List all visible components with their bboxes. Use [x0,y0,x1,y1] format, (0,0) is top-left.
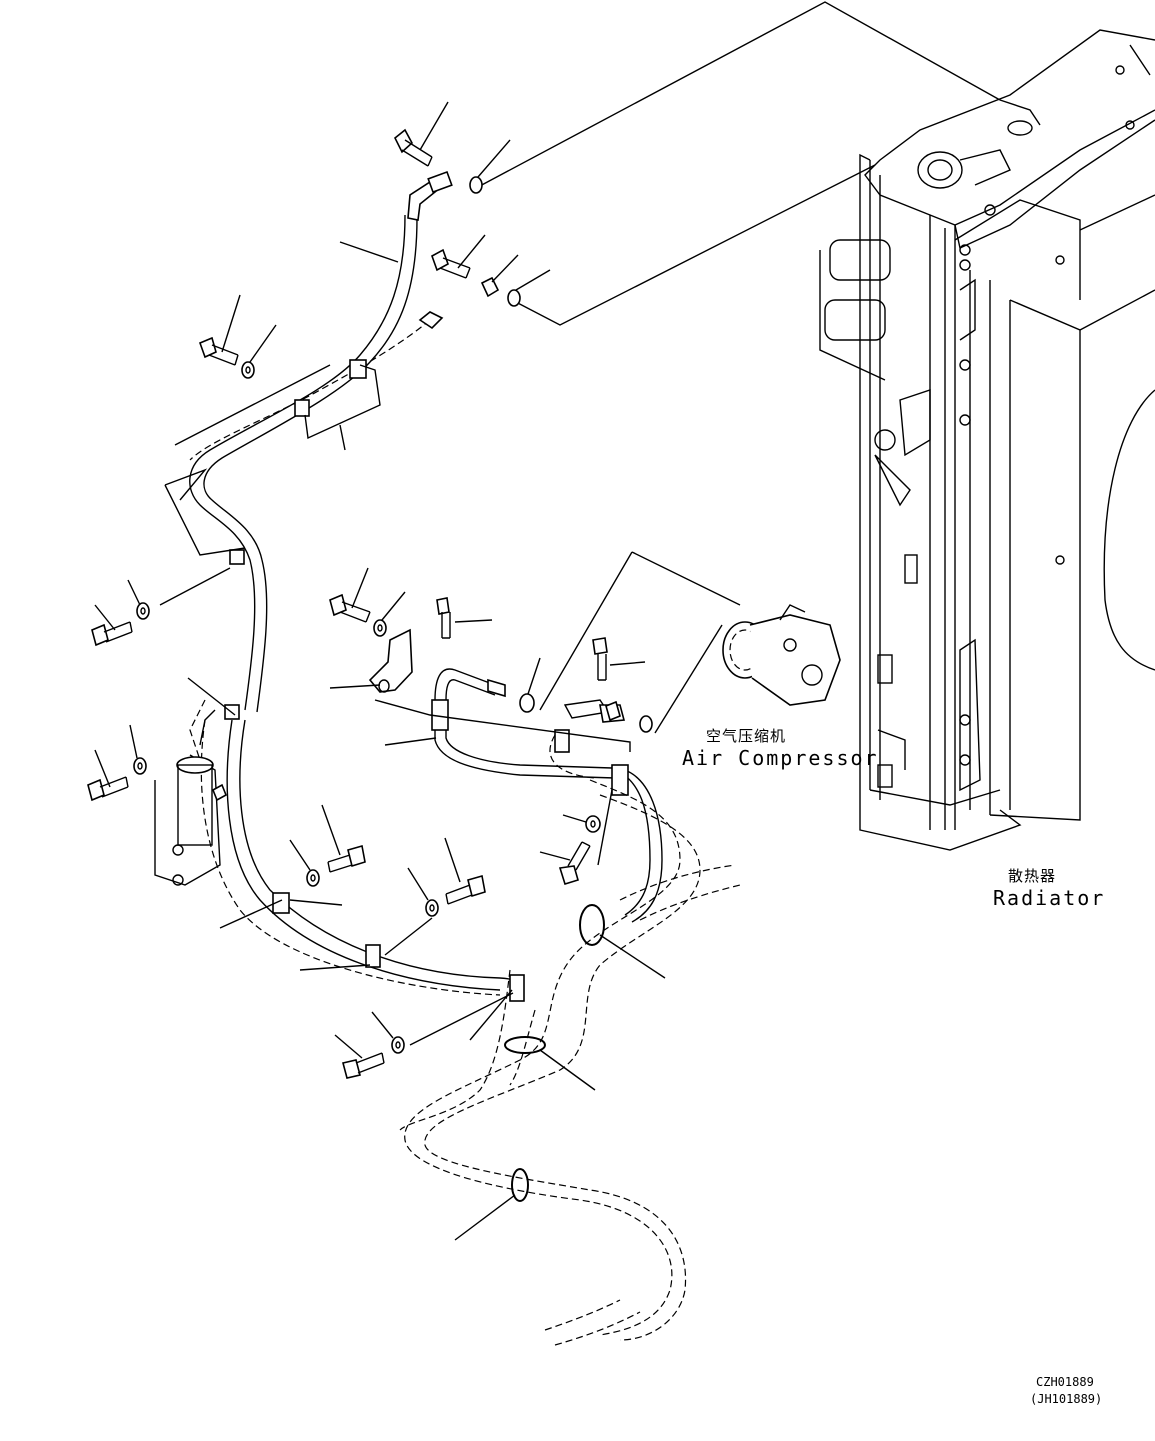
drawing-code: CZH01889 [1036,1375,1094,1389]
upper-hose [189,170,453,713]
clamp-icon [224,359,367,720]
compressor-label-cn: 空气压缩机 [706,727,787,745]
o-ring-icon [469,139,653,733]
radiator-icon [819,29,1155,851]
receiver-drier-icon [154,699,228,886]
bolt-icon [87,101,646,1079]
drawing-code-alt: (JH101889) [1030,1392,1103,1406]
compressor-label-en: Air Compressor [682,746,879,770]
lower-hose [200,719,525,1002]
bracket-icon [368,628,413,693]
radiator-label-cn: 散热器 [1008,867,1057,885]
air-compressor-icon [722,604,841,706]
middle-hose [431,668,663,923]
wire-harness [399,779,741,1346]
callout-leaders [159,241,666,1241]
radiator-label-en: Radiator [993,886,1106,910]
washer-icon [127,324,601,1054]
